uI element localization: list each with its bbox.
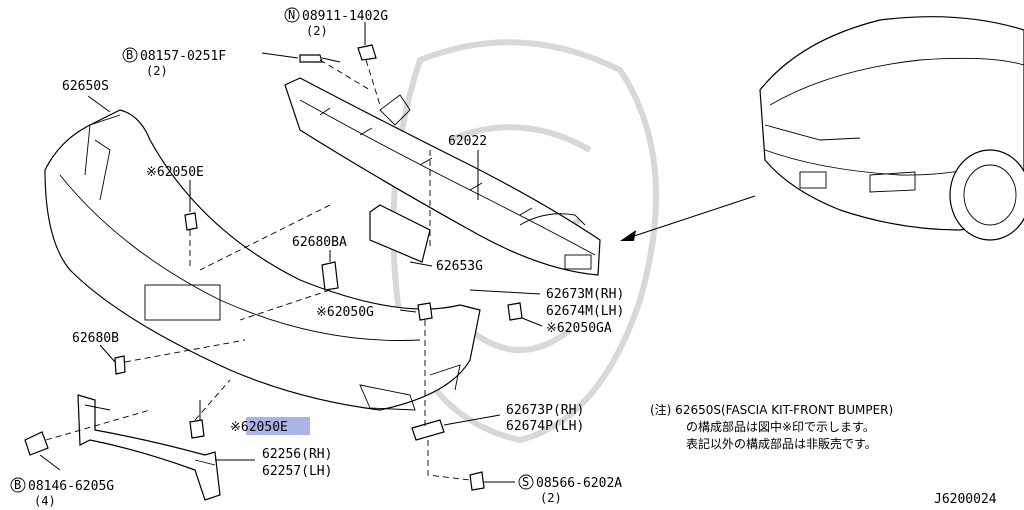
callout-08157-0251f: 08157-0251F	[140, 49, 226, 64]
callout-62650s: 62650S	[62, 79, 109, 94]
callout-prefix: B	[126, 48, 133, 62]
callout-prefix: B	[14, 478, 21, 492]
callout-08911-1402g: 08911-1402G	[302, 9, 388, 24]
callout-08146-6205g: 08146-6205G	[28, 479, 114, 494]
fasteners	[24, 44, 523, 491]
callout-62673p: 62673P(RH)	[506, 403, 584, 418]
highlight-box	[246, 417, 310, 435]
callout-qty: (4)	[34, 494, 56, 508]
bumper-absorber	[369, 204, 431, 263]
callout-62257: 62257(LH)	[262, 464, 332, 479]
callout-qty: (2)	[540, 491, 562, 505]
callout-qty: (2)	[306, 24, 328, 38]
assembly-lines	[45, 59, 471, 481]
callout-62050ga: ※62050GA	[546, 321, 612, 336]
direction-arrow	[620, 195, 756, 241]
callout-62050g: ※62050G	[316, 305, 374, 320]
lower-bracket	[77, 394, 221, 501]
note-line-2: の構成部品は図中※印で示します。	[686, 419, 875, 434]
note-line-1: (注) 62650S(FASCIA KIT-FRONT BUMPER)	[650, 402, 893, 417]
bumper-fascia	[44, 109, 481, 411]
callout-62050e-highlighted: ※62050E	[230, 420, 288, 435]
notes: (注) 62650S(FASCIA KIT-FRONT BUMPER) の構成部…	[650, 402, 893, 451]
callout-prefix: S	[522, 475, 529, 489]
callout-62674p: 62674P(LH)	[506, 419, 584, 434]
callout-08566-6202a: 08566-6202A	[536, 476, 622, 491]
car-front-illustration	[759, 16, 1024, 241]
callout-62653g: 62653G	[436, 259, 483, 274]
callout-62680ba: 62680BA	[292, 235, 347, 250]
note-line-3: 表記以外の構成部品は非販売です。	[686, 436, 877, 451]
callout-62674m: 62674M(LH)	[546, 304, 624, 319]
callout-qty: (2)	[146, 64, 168, 78]
callout-62256: 62256(RH)	[262, 447, 332, 462]
diagram-id: J6200024	[934, 492, 997, 507]
callout-labels: N 08911-1402G (2) B 08157-0251F (2) 6265…	[10, 7, 624, 508]
callout-62680b: 62680B	[72, 331, 119, 346]
leader-lines	[39, 22, 543, 483]
callout-prefix: N	[288, 8, 295, 22]
callout-62673m: 62673M(RH)	[546, 287, 624, 302]
bumper-reinforcement	[284, 77, 601, 276]
callout-62022: 62022	[448, 134, 487, 149]
callout-62050e: ※62050E	[146, 165, 204, 180]
